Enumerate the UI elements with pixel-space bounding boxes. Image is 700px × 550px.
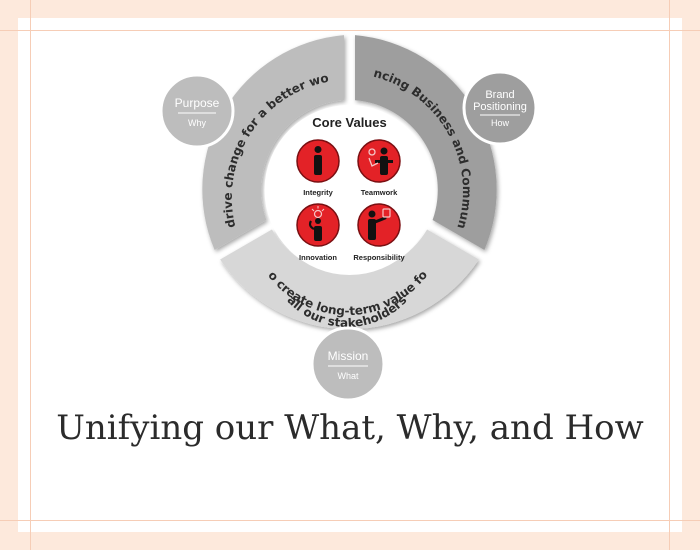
innovation-lightbulb-icon [308,206,325,241]
value-responsibility: Responsibility [353,203,405,262]
frame-line-left [30,0,31,550]
value-label: Responsibility [353,253,405,262]
brand-node-sub: How [491,118,510,128]
value-integrity: Integrity [296,139,340,197]
mission-node: Mission What [310,326,386,402]
purpose-node-title: Purpose [175,96,220,110]
frame-top [0,0,700,18]
value-label: Innovation [299,253,337,262]
mission-node-sub: What [337,371,359,381]
integrity-person-icon [314,146,322,175]
responsibility-helping-icon [368,208,391,240]
frame-right [682,0,700,550]
purpose-node-sub: Why [188,118,207,128]
frame-bottom [0,532,700,550]
value-teamwork: Teamwork [357,139,401,197]
value-innovation: Innovation [296,203,340,262]
frame-line-top [0,30,700,31]
mission-segment [220,229,479,330]
brand-node-title-2: Positioning [473,101,527,113]
teamwork-people-icon [368,147,393,175]
core-values-title: Core Values [312,115,386,130]
page-caption: Unifying our What, Why, and How [56,408,644,448]
mission-node-title: Mission [328,349,369,363]
core-values-disc [264,105,435,275]
frame-line-bottom [0,520,700,521]
value-label: Integrity [303,188,333,197]
purpose-node: Purpose Why [159,73,235,149]
brand-segment [355,35,497,250]
frame-line-right [669,0,670,550]
frame-left [0,0,18,550]
brand-node: Brand Positioning How [462,70,538,146]
brand-node-title-1: Brand [485,89,514,101]
value-label: Teamwork [361,188,398,197]
purpose-segment [202,35,344,250]
